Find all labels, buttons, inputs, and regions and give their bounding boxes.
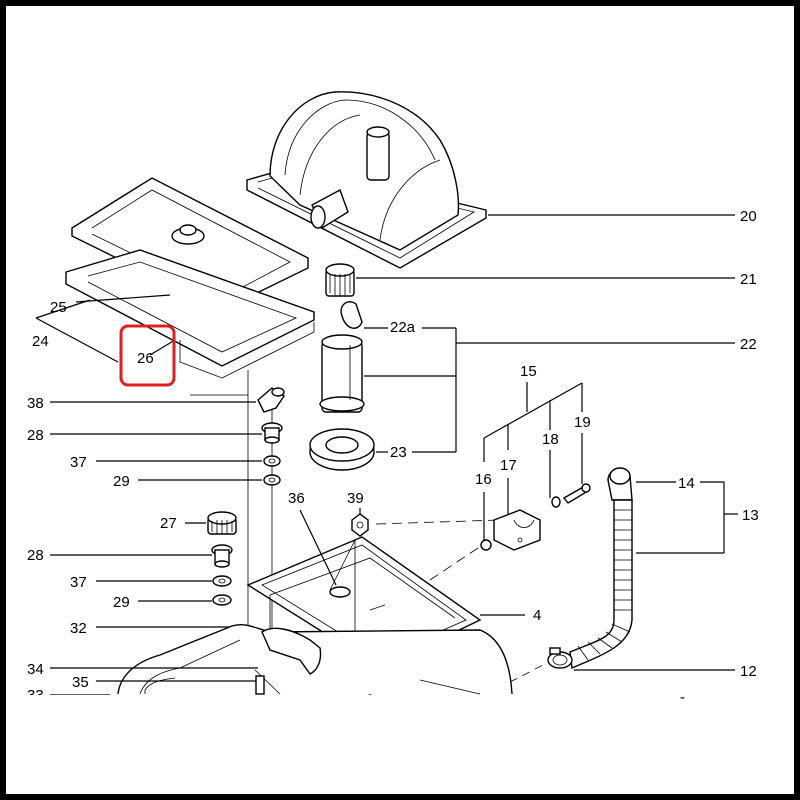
label-35: 35 bbox=[72, 674, 89, 691]
leader-36 bbox=[299, 509, 337, 586]
label-25: 25 bbox=[50, 299, 67, 316]
part-28-bolt-bottom bbox=[211, 544, 233, 568]
label-4: 4 bbox=[533, 607, 541, 624]
label-20: 20 bbox=[740, 208, 757, 225]
part-29-ring-top bbox=[263, 474, 281, 486]
label-22: 22 bbox=[740, 336, 757, 353]
leader-25 bbox=[75, 294, 171, 303]
label-37a: 37 bbox=[70, 454, 87, 471]
guide-dashed-3 bbox=[509, 663, 546, 683]
part-29-ring-bottom bbox=[212, 594, 232, 606]
label-38: 38 bbox=[27, 395, 44, 412]
highlight-box-26 bbox=[119, 324, 176, 387]
label-34: 34 bbox=[27, 661, 44, 678]
part-21-filter-cap bbox=[325, 263, 355, 297]
label-16: 16 bbox=[475, 471, 492, 488]
label-12: 12 bbox=[740, 663, 757, 680]
label-23: 23 bbox=[390, 444, 407, 461]
bottom-crop-mask bbox=[6, 695, 794, 794]
part-37-washer-top bbox=[263, 455, 281, 467]
label-15: 15 bbox=[520, 363, 537, 380]
part-13-corrugated-hose bbox=[569, 499, 633, 670]
part-38-elbow-fitting bbox=[257, 387, 285, 413]
part-28-bolt-top bbox=[261, 422, 283, 444]
leader-26 bbox=[149, 339, 176, 356]
part-23-filter-ring bbox=[309, 428, 375, 471]
label-17: 17 bbox=[500, 457, 517, 474]
label-13: 13 bbox=[742, 507, 759, 524]
part-22-filter-tube bbox=[319, 334, 365, 413]
part-37-washer-bottom bbox=[212, 575, 232, 587]
diagram-sheet: 20 25 24 26 21 22a 22 bbox=[6, 6, 794, 794]
part-19-screw bbox=[562, 483, 591, 504]
guide-dashed-1 bbox=[375, 519, 501, 525]
part-24-lid-frame bbox=[65, 249, 315, 379]
label-24: 24 bbox=[32, 333, 49, 350]
part-25-lid-plate bbox=[71, 177, 309, 311]
tank-body-outline bbox=[117, 623, 513, 695]
part-39-nut bbox=[351, 513, 369, 537]
label-28a: 28 bbox=[27, 427, 44, 444]
label-19: 19 bbox=[574, 414, 591, 431]
label-39: 39 bbox=[347, 490, 364, 507]
label-29a: 29 bbox=[113, 473, 130, 490]
leader-15-bar bbox=[483, 382, 583, 439]
leader-24b bbox=[35, 317, 119, 363]
part-18-washer bbox=[551, 496, 561, 508]
label-21: 21 bbox=[740, 271, 757, 288]
part-35-screw bbox=[255, 675, 265, 695]
label-26: 26 bbox=[137, 350, 154, 367]
part-20-dome-cover bbox=[246, 91, 487, 269]
leader-24a bbox=[35, 299, 91, 319]
label-18: 18 bbox=[542, 431, 559, 448]
crop-mark: - bbox=[680, 689, 685, 706]
label-36: 36 bbox=[288, 490, 305, 507]
label-14: 14 bbox=[678, 475, 695, 492]
part-17-clamp-bracket bbox=[493, 509, 541, 551]
label-28b: 28 bbox=[27, 547, 44, 564]
label-37b: 37 bbox=[70, 574, 87, 591]
part-27-filler-cap bbox=[207, 511, 237, 535]
part-14-hose-cap bbox=[607, 467, 633, 501]
part-22a-filter-flap bbox=[340, 301, 363, 329]
label-27: 27 bbox=[160, 515, 177, 532]
label-22a: 22a bbox=[390, 319, 416, 336]
exploded-parts-diagram: 20 25 24 26 21 22a 22 bbox=[6, 91, 794, 794]
label-32: 32 bbox=[70, 620, 87, 637]
part-12-hose-clamp bbox=[547, 647, 573, 669]
guide-dashed-2 bbox=[429, 547, 479, 581]
label-29b: 29 bbox=[113, 594, 130, 611]
part-16-o-ring bbox=[480, 539, 492, 551]
